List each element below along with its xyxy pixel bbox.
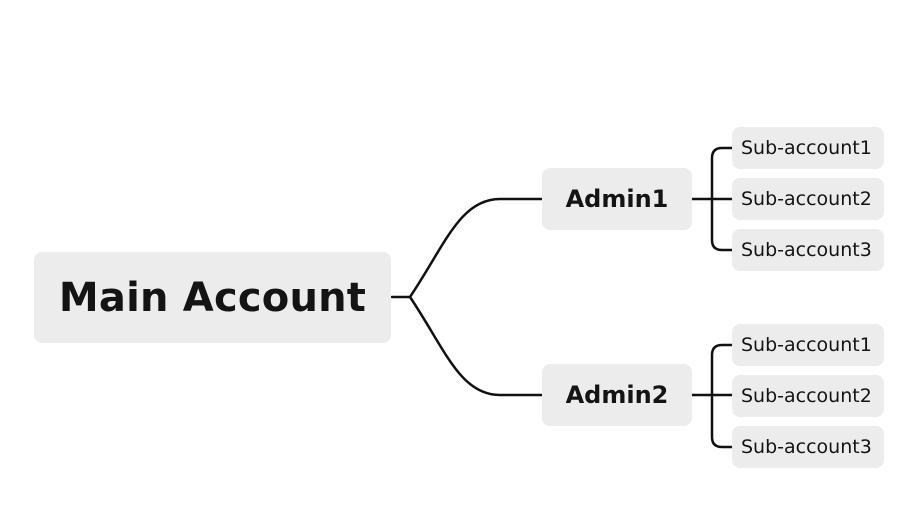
subaccount-node-label: Sub-account2 xyxy=(741,188,872,210)
connector-admin1-to-sub1 xyxy=(710,146,734,201)
subaccount-node-admin1-1[interactable]: Sub-account1 xyxy=(732,127,884,169)
subaccount-node-label: Sub-account1 xyxy=(741,334,872,356)
subaccount-node-label: Sub-account2 xyxy=(741,385,872,407)
subaccount-node-admin2-2[interactable]: Sub-account2 xyxy=(732,375,884,417)
connector-root-to-admin2 xyxy=(408,295,544,397)
subaccount-node-admin2-1[interactable]: Sub-account1 xyxy=(732,324,884,366)
subaccount-node-admin1-2[interactable]: Sub-account2 xyxy=(732,178,884,220)
connector-admin1-to-sub3 xyxy=(710,197,734,252)
connector-admin2-to-sub3 xyxy=(710,393,734,449)
admin-node-label: Admin2 xyxy=(565,381,669,409)
subaccount-node-admin2-3[interactable]: Sub-account3 xyxy=(732,426,884,468)
admin-node-label: Admin1 xyxy=(565,185,669,213)
subaccount-node-label: Sub-account1 xyxy=(741,137,872,159)
root-node-main-account[interactable]: Main Account xyxy=(34,252,391,343)
connector-root-to-admin1 xyxy=(408,197,544,299)
admin-node-admin1[interactable]: Admin1 xyxy=(542,168,692,230)
subaccount-node-label: Sub-account3 xyxy=(741,239,872,261)
admin-node-admin2[interactable]: Admin2 xyxy=(542,364,692,426)
subaccount-node-admin1-3[interactable]: Sub-account3 xyxy=(732,229,884,271)
connector-admin2-to-sub1 xyxy=(710,343,734,397)
subaccount-node-label: Sub-account3 xyxy=(741,436,872,458)
root-node-label: Main Account xyxy=(58,274,367,321)
